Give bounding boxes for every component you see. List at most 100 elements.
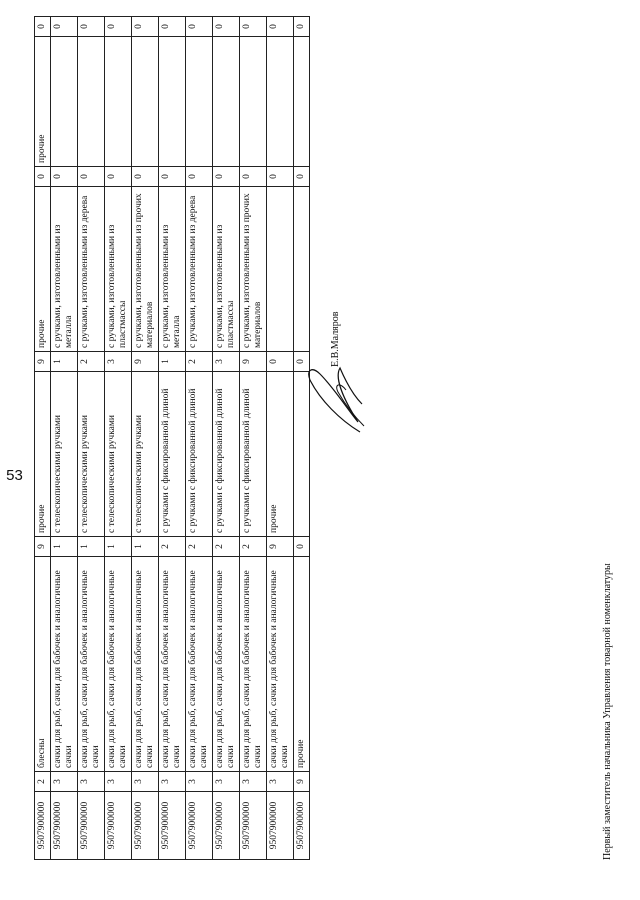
table-cell-name2: с телескопическими ручками (104, 371, 132, 537)
table-cell-name2: с ручками с фиксированной длиной (212, 371, 240, 537)
table-cell-lvl3: 1 (158, 351, 186, 372)
table-cell-lvl2: 1 (77, 536, 105, 557)
table-cell-lvl5: 0 (104, 16, 132, 37)
table-cell-lvl2: 2 (239, 536, 267, 557)
table-cell-lvl3: 3 (212, 351, 240, 372)
table-cell-lvl3: 9 (34, 351, 51, 372)
table-cell-name2: с ручками с фиксированной длиной (185, 371, 213, 537)
table-cell-name2: с ручками с фиксированной длиной (239, 371, 267, 537)
table-cell-lvl1: 2 (34, 771, 51, 792)
table-cell-name3 (293, 186, 310, 352)
table-cell-name4 (104, 36, 132, 167)
table-cell-lvl2: 2 (185, 536, 213, 557)
table-cell-lvl5: 0 (50, 16, 78, 37)
table-cell-code: 9507900000 (50, 791, 78, 860)
table-cell-lvl3: 9 (239, 351, 267, 372)
table-cell-name1: сачки для рыб, сачки для бабочек и анало… (239, 556, 267, 772)
table-cell-name1: сачки для рыб, сачки для бабочек и анало… (77, 556, 105, 772)
table-cell-lvl5: 0 (77, 16, 105, 37)
table-cell-name4 (77, 36, 105, 167)
table-cell-name4 (50, 36, 78, 167)
table-cell-lvl1: 3 (212, 771, 240, 792)
table-cell-name1: сачки для рыб, сачки для бабочек и анало… (266, 556, 294, 772)
table-cell-code: 9507900000 (185, 791, 213, 860)
table-cell-lvl2: 1 (131, 536, 159, 557)
table-cell-lvl5: 0 (185, 16, 213, 37)
table-cell-lvl5: 0 (239, 16, 267, 37)
signer-name: Е.В.Маляров (330, 311, 341, 367)
signer-position: Первый заместитель начальника Управления… (602, 563, 613, 860)
table-cell-name3: с ручками, изготовленными из металла (158, 186, 186, 352)
table-cell-name4: прочие (34, 36, 51, 167)
table-cell-name3: с ручками, изготовленными из дерева (185, 186, 213, 352)
table-cell-lvl4: 0 (239, 166, 267, 187)
table-cell-lvl3: 1 (50, 351, 78, 372)
table-cell-lvl3: 2 (185, 351, 213, 372)
table-cell-name3: с ручками, изготовленными из металла (50, 186, 78, 352)
table-cell-name1: блесны (34, 556, 51, 772)
table-cell-name1: сачки для рыб, сачки для бабочек и анало… (158, 556, 186, 772)
table-cell-code: 9507900000 (266, 791, 294, 860)
table-cell-name1: сачки для рыб, сачки для бабочек и анало… (131, 556, 159, 772)
table-cell-name3: с ручками, изготовленными из пластмассы (104, 186, 132, 352)
table-cell-name2: с телескопическими ручками (131, 371, 159, 537)
table-cell-lvl4: 0 (293, 166, 310, 187)
table-cell-lvl3: 9 (131, 351, 159, 372)
table-cell-code: 9507900000 (212, 791, 240, 860)
table-cell-lvl4: 0 (185, 166, 213, 187)
table-cell-lvl1: 3 (185, 771, 213, 792)
table-cell-lvl4: 0 (34, 166, 51, 187)
table-cell-name4 (185, 36, 213, 167)
table-cell-code: 9507900000 (34, 791, 51, 860)
table-cell-lvl2: 9 (34, 536, 51, 557)
table-cell-name3 (266, 186, 294, 352)
table-cell-lvl4: 0 (266, 166, 294, 187)
table-cell-name3: прочие (34, 186, 51, 352)
table-cell-lvl1: 3 (77, 771, 105, 792)
table-cell-lvl5: 0 (293, 16, 310, 37)
table-cell-lvl4: 0 (131, 166, 159, 187)
table-cell-lvl5: 0 (131, 16, 159, 37)
table-cell-lvl2: 2 (212, 536, 240, 557)
table-cell-lvl4: 0 (50, 166, 78, 187)
table-cell-name4 (131, 36, 159, 167)
table-cell-code: 9507900000 (293, 791, 310, 860)
table-cell-lvl2: 9 (266, 536, 294, 557)
table-cell-lvl2: 2 (158, 536, 186, 557)
table-cell-code: 9507900000 (77, 791, 105, 860)
table-cell-code: 9507900000 (131, 791, 159, 860)
table-cell-name2: с телескопическими ручками (50, 371, 78, 537)
table-cell-name4 (293, 36, 310, 167)
table-cell-lvl5: 0 (158, 16, 186, 37)
table-cell-lvl2: 1 (50, 536, 78, 557)
table-cell-lvl3: 3 (104, 351, 132, 372)
table-cell-lvl1: 3 (131, 771, 159, 792)
table-cell-name2: прочие (266, 371, 294, 537)
table-cell-name4 (239, 36, 267, 167)
table-cell-lvl3: 2 (77, 351, 105, 372)
table-cell-lvl1: 3 (239, 771, 267, 792)
table-cell-name1: сачки для рыб, сачки для бабочек и анало… (212, 556, 240, 772)
table-cell-name2: с ручками с фиксированной длиной (158, 371, 186, 537)
table-cell-name1: сачки для рыб, сачки для бабочек и анало… (185, 556, 213, 772)
table-cell-lvl5: 0 (212, 16, 240, 37)
table-cell-name4 (266, 36, 294, 167)
table-cell-name1: сачки для рыб, сачки для бабочек и анало… (104, 556, 132, 772)
table-cell-lvl4: 0 (212, 166, 240, 187)
table-cell-code: 9507900000 (158, 791, 186, 860)
table-cell-lvl4: 0 (77, 166, 105, 187)
table-cell-name3: с ручками, изготовленными из пластмассы (212, 186, 240, 352)
table-cell-name1: сачки для рыб, сачки для бабочек и анало… (50, 556, 78, 772)
table-cell-name3: с ручками, изготовленными из дерева (77, 186, 105, 352)
